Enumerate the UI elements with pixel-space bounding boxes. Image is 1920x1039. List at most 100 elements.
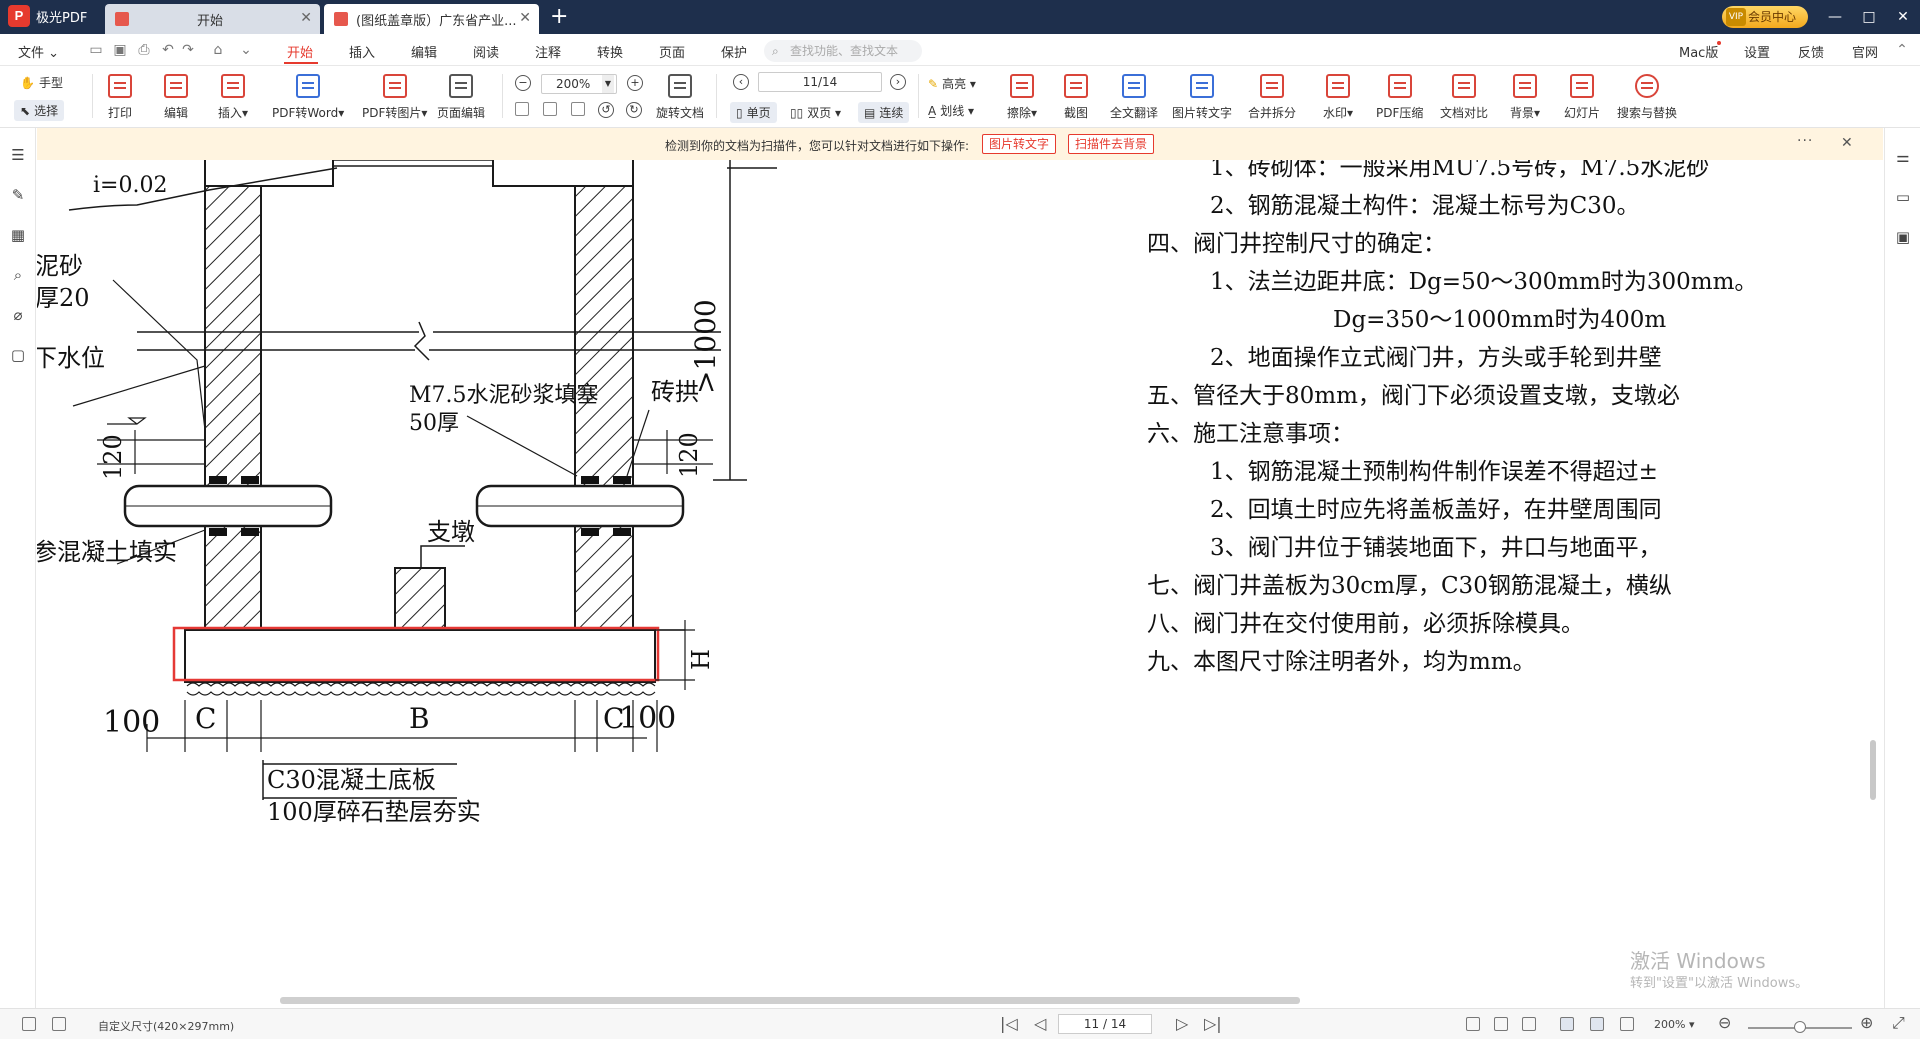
fullscreen-icon[interactable]: ⤢: [1892, 1013, 1905, 1032]
status-page-input[interactable]: 11 / 14: [1058, 1014, 1152, 1034]
search-replace-button[interactable]: 搜索与替换: [1617, 70, 1677, 126]
vip-center-button[interactable]: VIP 会员中心: [1722, 6, 1808, 28]
status-zoom-dropdown[interactable]: 200% ▾: [1654, 1018, 1695, 1031]
minimize-button[interactable]: —: [1828, 9, 1842, 25]
vertical-scrollbar[interactable]: [1870, 740, 1876, 800]
function-search-input[interactable]: ⌕ 查找功能、查找文本: [764, 40, 922, 62]
rotate-right-icon[interactable]: ↻: [626, 102, 642, 118]
menu-edit[interactable]: 编辑: [411, 46, 438, 61]
new-tab-button[interactable]: +: [550, 4, 569, 29]
image-to-text-button[interactable]: 图片转文字: [1172, 70, 1232, 126]
rotate-left-icon[interactable]: ↺: [598, 102, 614, 118]
first-page-button[interactable]: |◁: [1000, 1014, 1018, 1033]
screenshot-button[interactable]: 截图: [1064, 70, 1088, 126]
image-to-text-notice-button[interactable]: 图片转文字: [982, 134, 1057, 154]
zoom-out-button[interactable]: −: [515, 75, 531, 91]
zoom-slider-thumb[interactable]: [1794, 1021, 1806, 1033]
document-icon[interactable]: [52, 1017, 66, 1031]
double-page-view-button[interactable]: ▯▯双页 ▾: [790, 104, 841, 121]
watermark-button[interactable]: 水印▾: [1323, 70, 1353, 126]
fit-width-icon[interactable]: [543, 102, 557, 116]
save-icon[interactable]: ▣: [113, 42, 127, 58]
pdf-to-word-button[interactable]: PDF转Word▾: [272, 70, 344, 126]
highlight-selection-box[interactable]: [172, 626, 660, 682]
open-folder-icon[interactable]: ▭: [89, 42, 103, 58]
full-translate-button[interactable]: 全文翻译: [1110, 70, 1158, 126]
redo-icon[interactable]: ↷: [182, 42, 194, 58]
menu-start[interactable]: 开始: [287, 46, 314, 61]
settings-link[interactable]: 设置: [1744, 46, 1771, 61]
fit-page-icon[interactable]: [515, 102, 529, 116]
close-window-button[interactable]: ✕: [1897, 9, 1909, 25]
mac-version-link[interactable]: Mac版: [1679, 46, 1719, 61]
attachment-icon[interactable]: ⌀: [13, 306, 23, 324]
pdf-compress-button[interactable]: PDF压缩: [1376, 70, 1423, 126]
erase-button[interactable]: 擦除▾: [1007, 70, 1037, 126]
underline-button[interactable]: A̲划线 ▾: [928, 102, 974, 119]
sidebar-toggle-icon[interactable]: [22, 1017, 36, 1031]
chat-icon[interactable]: ▭: [1895, 188, 1911, 206]
maximize-button[interactable]: □: [1862, 9, 1876, 25]
close-icon[interactable]: ✕: [519, 10, 531, 26]
menu-insert[interactable]: 插入: [349, 46, 376, 61]
actual-size-icon[interactable]: [1522, 1017, 1536, 1031]
single-page-icon[interactable]: [1590, 1017, 1604, 1031]
feedback-link[interactable]: 反馈: [1798, 46, 1825, 61]
app-brand[interactable]: P 极光PDF: [8, 5, 87, 27]
menu-convert[interactable]: 转换: [597, 46, 624, 61]
undo-icon[interactable]: ↶: [162, 42, 174, 58]
continuous-view-button[interactable]: ▤连续: [858, 102, 910, 123]
edit-button[interactable]: 编辑: [164, 70, 188, 126]
remove-background-notice-button[interactable]: 扫描件去背景: [1068, 134, 1155, 154]
hand-tool-button[interactable]: ✋手型: [20, 74, 63, 91]
double-page-icon[interactable]: [1620, 1017, 1634, 1031]
single-page-view-button[interactable]: ▯单页: [730, 102, 777, 123]
select-tool-button[interactable]: ⬉选择: [14, 100, 65, 121]
rotate-document-button[interactable]: 旋转文档: [656, 70, 704, 126]
zoom-in-icon[interactable]: ⊕: [1860, 1013, 1874, 1032]
background-button[interactable]: 背景▾: [1510, 70, 1540, 126]
pdf-to-image-button[interactable]: PDF转图片▾: [362, 70, 427, 126]
fit-page-icon[interactable]: [1466, 1017, 1480, 1031]
properties-icon[interactable]: ⚌: [1896, 148, 1910, 166]
thumbnails-icon[interactable]: ▦: [10, 226, 26, 244]
highlight-button[interactable]: ✎高亮 ▾: [928, 75, 976, 92]
actual-size-icon[interactable]: [571, 102, 585, 116]
chevron-up-icon[interactable]: ⌃: [1896, 42, 1908, 58]
last-page-button[interactable]: ▷|: [1204, 1014, 1222, 1033]
zoom-out-icon[interactable]: ⊖: [1718, 1013, 1732, 1032]
document-viewport[interactable]: i=0.02 >1000 泥砂 厚20 下水位 M7.5水泥砂浆填塞 50厚 砖…: [37, 160, 1883, 996]
document-info-icon[interactable]: ▢: [10, 346, 26, 364]
fit-width-icon[interactable]: [1494, 1017, 1508, 1031]
chevron-down-icon[interactable]: ⌄: [240, 42, 252, 58]
next-page-button[interactable]: ›: [890, 74, 906, 90]
menu-annotate[interactable]: 注释: [535, 46, 562, 61]
close-icon[interactable]: ✕: [300, 10, 312, 26]
merge-split-button[interactable]: 合并拆分: [1248, 70, 1296, 126]
more-options-icon[interactable]: ···: [1797, 133, 1814, 149]
home-icon[interactable]: ⌂: [213, 42, 223, 58]
file-menu[interactable]: 文件 ⌄: [18, 46, 60, 61]
insert-button[interactable]: 插入▾: [218, 70, 248, 126]
previous-page-button[interactable]: ◁: [1034, 1014, 1047, 1033]
ai-icon[interactable]: ▣: [1895, 228, 1911, 246]
print-icon[interactable]: ⎙: [138, 42, 150, 58]
continuous-view-icon[interactable]: [1560, 1017, 1574, 1031]
menu-page[interactable]: 页面: [659, 46, 686, 61]
next-page-button[interactable]: ▷: [1176, 1014, 1189, 1033]
menu-protect[interactable]: 保护: [721, 46, 748, 61]
slideshow-button[interactable]: 幻灯片: [1564, 70, 1600, 126]
search-icon[interactable]: ⌕: [13, 266, 23, 284]
horizontal-scrollbar[interactable]: [280, 997, 1300, 1004]
document-compare-button[interactable]: 文档对比: [1440, 70, 1488, 126]
page-edit-button[interactable]: 页面编辑: [437, 70, 485, 126]
annotation-pen-icon[interactable]: ✎: [11, 186, 25, 204]
chevron-down-icon[interactable]: ▼: [602, 75, 614, 93]
website-link[interactable]: 官网: [1852, 46, 1879, 61]
tab-document[interactable]: (图纸盖章版）广东省产业... ✕: [324, 4, 539, 34]
zoom-in-button[interactable]: +: [627, 75, 643, 91]
menu-icon[interactable]: ☰: [11, 146, 25, 164]
previous-page-button[interactable]: ‹: [733, 74, 749, 90]
tab-start[interactable]: 开始 ✕: [105, 4, 320, 34]
page-number-input[interactable]: 11/14: [758, 72, 882, 92]
